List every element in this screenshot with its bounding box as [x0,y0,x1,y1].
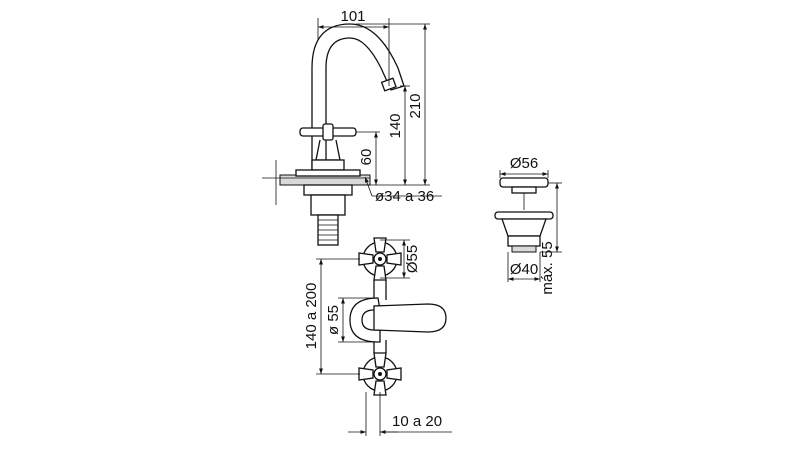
drain-body [501,218,547,237]
lever-arm [373,303,447,333]
dim-total-height: 210 [407,93,424,118]
dim-outlet-height: 140 [387,113,404,138]
handle-cross [299,123,357,171]
upper-handle [358,237,402,281]
dim-handle-diameter: Ø55 [404,245,421,273]
dim-hole-diameter: ø34 a 36 [375,188,434,205]
dim-handle-height: 60 [358,149,375,166]
dim-wall-projection: 10 a 20 [392,413,442,430]
drain-assembly: Ø56 Ø40 máx. 55 [494,155,562,295]
dim-drain-body: Ø40 [510,261,538,278]
threaded-shank [317,214,339,246]
dim-spout-reach: 101 [340,8,365,25]
drain-cap [499,177,549,188]
spout-outline [311,23,405,178]
dim-handle-spacing: 140 a 200 [303,283,320,350]
faucet-front-view: Ø55 140 a 200 ø 55 10 a 20 [303,237,452,436]
faucet-side-view: 101 60 140 210 ø34 a 36 [262,8,442,246]
dim-drain-max-height: máx. 55 [539,241,556,294]
dim-drain-cap: Ø56 [510,155,538,172]
dim-lever-offset: ø 55 [325,305,342,335]
lower-handle [358,352,402,396]
